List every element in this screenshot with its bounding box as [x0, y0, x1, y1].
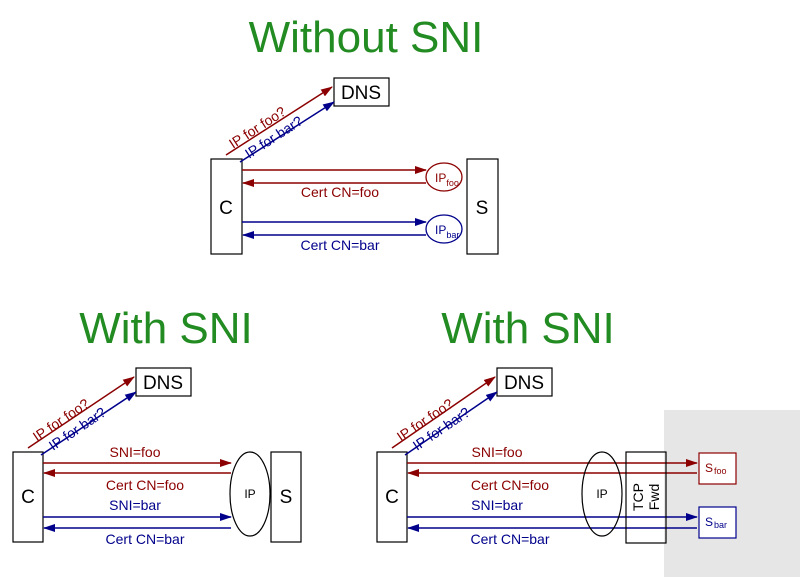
cert-bar-label: Cert CN=bar — [471, 531, 550, 547]
dns-query-bar-arrow — [404, 391, 498, 456]
client-label: C — [385, 487, 399, 508]
dns-query-bar-arrow — [239, 101, 335, 163]
client-box — [210, 158, 243, 255]
ip-ellipse — [581, 451, 623, 537]
server-label: S — [476, 198, 489, 219]
client-label: C — [21, 487, 35, 508]
dns-label: DNS — [504, 373, 544, 394]
ip-label: IP — [244, 487, 255, 501]
dns-query-bar-arrow — [40, 391, 137, 456]
server-box — [466, 158, 499, 255]
sni-foo-label: SNI=foo — [110, 444, 161, 460]
client-box — [12, 451, 44, 543]
tcp-label: TCP — [630, 483, 646, 511]
title-without-sni: Without SNI — [249, 13, 484, 62]
ip-bar-ellipse — [425, 214, 463, 244]
server-label: S — [280, 487, 293, 508]
cert-bar-label: Cert CN=bar — [301, 237, 380, 253]
sni-foo-label: SNI=foo — [472, 444, 523, 460]
ip-bar-label: IPbar — [435, 223, 459, 240]
dns-query-foo-arrow — [391, 376, 496, 449]
panel-without-sni: Without SNI DNS C S IP for foo? IP for b… — [210, 13, 499, 255]
sni-bar-label: SNI=bar — [109, 497, 161, 513]
dns-box — [333, 77, 390, 107]
title-with-sni-left: With SNI — [79, 304, 253, 353]
dns-label: DNS — [341, 83, 381, 104]
server-box — [270, 451, 302, 543]
panel-with-sni-left: With SNI DNS C S IP for foo? IP for bar?… — [12, 304, 302, 547]
dns-box — [135, 367, 192, 397]
server-bar-label: Sbar — [705, 515, 727, 530]
ip-ellipse — [229, 451, 271, 537]
cert-bar-label: Cert CN=bar — [106, 531, 185, 547]
server-foo-box — [698, 452, 737, 485]
fwd-label: Fwd — [646, 484, 662, 510]
tcp-fwd-box — [625, 451, 667, 544]
server-foo-label: Sfoo — [705, 461, 727, 476]
panel-with-sni-right: With SNI DNS C IP for foo? IP for bar? S… — [376, 304, 800, 577]
title-with-sni-right: With SNI — [441, 304, 615, 353]
dns-box — [496, 367, 553, 397]
client-box — [376, 451, 408, 543]
ip-label: IP — [596, 487, 607, 501]
ip-foo-label: IPfoo — [435, 171, 459, 188]
server-bar-box — [698, 506, 737, 539]
cert-foo-label: Cert CN=foo — [301, 184, 379, 200]
cert-foo-label: Cert CN=foo — [471, 477, 549, 493]
cert-foo-label: Cert CN=foo — [106, 477, 184, 493]
client-label: C — [219, 198, 233, 219]
backend-shaded-area — [664, 410, 800, 577]
ip-foo-ellipse — [425, 162, 463, 192]
sni-bar-label: SNI=bar — [471, 497, 523, 513]
dns-query-foo-arrow — [225, 86, 333, 156]
dns-query-foo-arrow — [27, 376, 135, 449]
dns-label: DNS — [143, 373, 183, 394]
